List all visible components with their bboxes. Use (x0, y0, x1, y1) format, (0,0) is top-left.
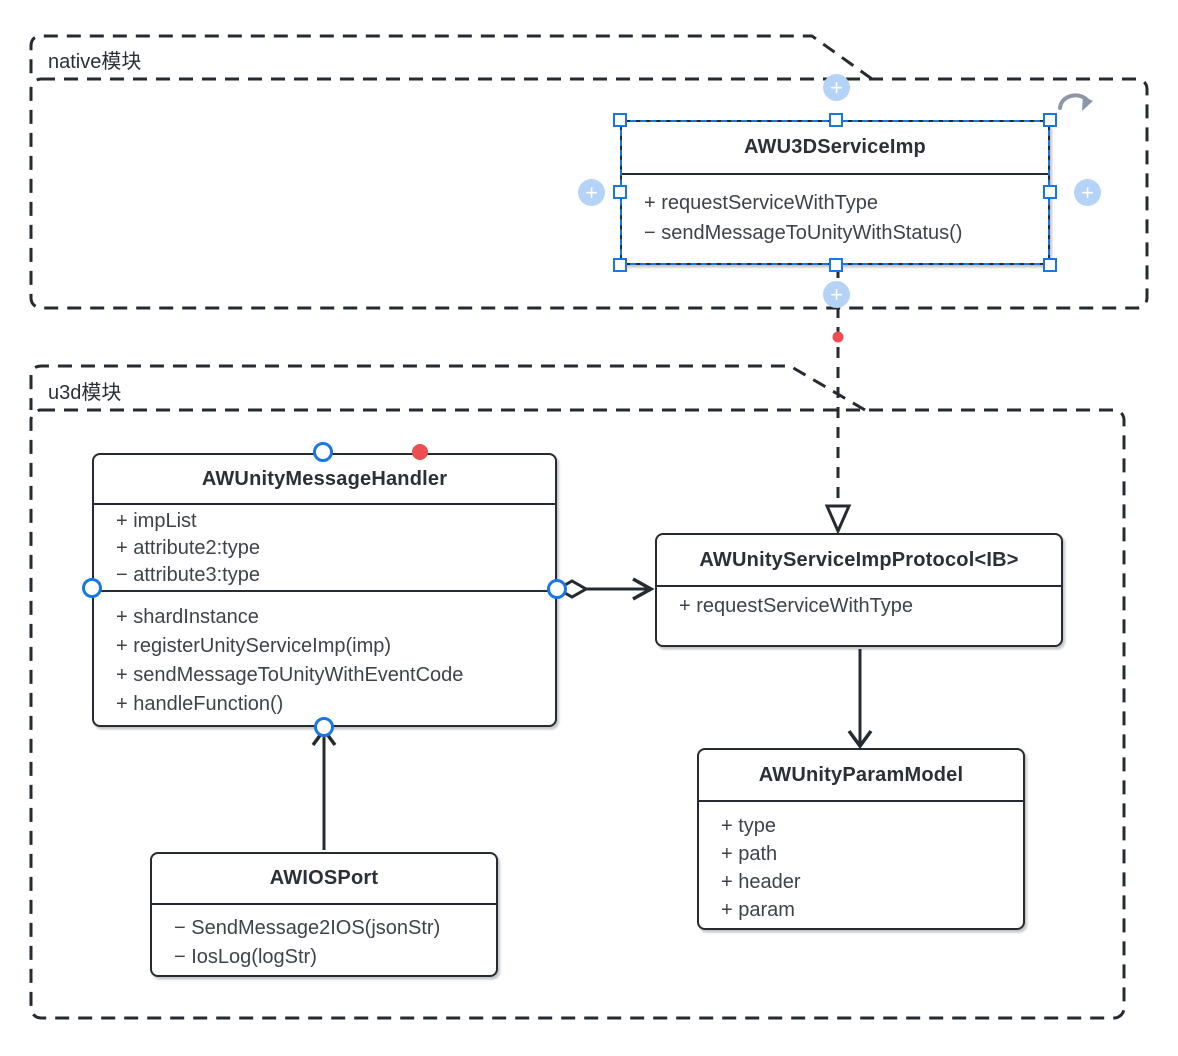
package-u3d-tab[interactable] (29, 364, 866, 412)
class-title: AWIOSPort (152, 854, 496, 905)
class-member: + param (721, 899, 795, 921)
add-connection-bottom-button[interactable]: + (823, 281, 850, 308)
resize-handle-sw[interactable] (613, 258, 627, 272)
resize-handle-n[interactable] (829, 113, 843, 127)
class-member: + impList (116, 510, 197, 532)
rotate-handle[interactable] (1052, 84, 1096, 128)
class-member: + sendMessageToUnityWithEventCode (116, 664, 464, 686)
class-title: AWU3DServiceImp (622, 122, 1048, 175)
resize-handle-s[interactable] (829, 258, 843, 272)
class-member: + shardInstance (116, 606, 259, 628)
class-member: − SendMessage2IOS(jsonStr) (174, 917, 441, 939)
class-awunitymessagehandler[interactable]: AWUnityMessageHandler + impList + attrib… (92, 453, 557, 727)
selection-outline (620, 120, 1050, 265)
class-awunityparammodel[interactable]: AWUnityParamModel + type + path + header… (697, 748, 1025, 930)
package-label-native: native模块 (48, 51, 142, 73)
class-member: − IosLog(logStr) (174, 946, 317, 968)
resize-handle-se[interactable] (1043, 258, 1057, 272)
package-native-tab[interactable] (29, 34, 873, 81)
package-u3d-body[interactable] (29, 408, 1126, 1020)
resize-handle-ne[interactable] (1043, 113, 1057, 127)
class-member: + requestServiceWithType (644, 192, 878, 214)
class-member: + type (721, 815, 777, 837)
class-member: + handleFunction() (116, 693, 284, 715)
class-member: + attribute2:type (116, 537, 260, 559)
class-title: AWUnityServiceImpProtocol<IB> (657, 535, 1061, 587)
class-member: − sendMessageToUnityWithStatus() (644, 222, 963, 244)
package-label-u3d: u3d模块 (48, 382, 122, 404)
class-member: + registerUnityServiceImp(imp) (116, 635, 392, 657)
resize-handle-e[interactable] (1043, 185, 1057, 199)
class-member: + header (721, 871, 801, 893)
class-awunityserviceimpprotocol[interactable]: AWUnityServiceImpProtocol<IB> + requestS… (655, 533, 1063, 647)
class-member: + requestServiceWithType (679, 595, 913, 617)
class-member: + path (721, 843, 778, 865)
rotate-icon (1058, 93, 1093, 111)
class-title: AWUnityParamModel (699, 750, 1023, 802)
add-connection-left-button[interactable]: + (578, 179, 605, 206)
add-connection-right-button[interactable]: + (1074, 179, 1101, 206)
class-awiosport[interactable]: AWIOSPort − SendMessage2IOS(jsonStr) − I… (150, 852, 498, 977)
class-member: − attribute3:type (116, 564, 260, 586)
add-connection-top-button[interactable]: + (823, 74, 850, 101)
resize-handle-nw[interactable] (613, 113, 627, 127)
class-title: AWUnityMessageHandler (94, 455, 555, 505)
resize-handle-w[interactable] (613, 185, 627, 199)
